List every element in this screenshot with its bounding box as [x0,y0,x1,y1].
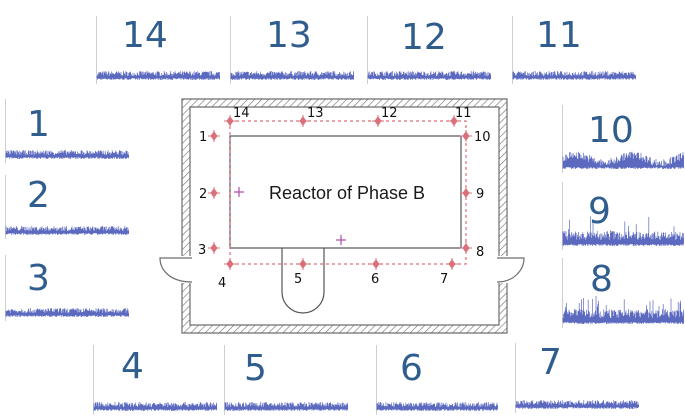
signal-panel-14: 14 [96,14,220,86]
panel-number-8: 8 [590,259,613,300]
panel-number-4: 4 [121,346,144,387]
waveform-11 [512,16,636,84]
point-label-6: 6 [371,272,379,287]
left-door [159,256,193,283]
panel-number-2: 2 [27,175,50,216]
center-marker-bottom [336,235,346,245]
signal-trace [376,402,498,411]
measurement-point-12 [372,115,384,127]
point-label-10: 10 [474,130,491,145]
panel-number-10: 10 [588,110,634,151]
waveform-8 [562,258,684,328]
signal-panel-13: 13 [230,14,354,86]
measurement-point-13 [297,115,309,127]
signal-panel-3: 3 [5,253,129,323]
panel-number-11: 11 [536,15,582,56]
waveform-4 [93,345,217,415]
point-label-1: 1 [199,130,207,145]
measurement-point-1 [208,130,220,142]
panel-number-12: 12 [401,17,447,58]
signal-trace [96,71,220,80]
waveform-10 [562,105,684,173]
panel-number-6: 6 [400,348,423,389]
measurement-point-2 [208,187,220,199]
signal-panel-9: 9 [562,180,684,252]
measurement-point-3 [208,242,220,254]
waveform-6 [376,345,498,415]
signal-trace [562,216,684,246]
signal-trace [93,402,217,411]
signal-trace [512,71,636,80]
panel-number-9: 9 [588,191,611,232]
signal-trace [230,71,354,80]
signal-panel-12: 12 [367,14,491,86]
signal-panel-8: 8 [562,256,684,330]
waveform-12 [367,16,491,84]
signal-panel-7: 7 [515,341,639,415]
point-label-8: 8 [476,245,484,260]
point-label-14: 14 [233,106,250,121]
measurement-point-10 [460,130,472,142]
point-label-13: 13 [307,106,324,121]
center-marker-left [234,187,244,197]
measurement-point-14 [224,115,236,127]
signal-trace [5,150,129,159]
point-label-3: 3 [198,243,206,258]
signal-panel-2: 2 [5,173,129,241]
measurement-point-11 [448,115,460,127]
signal-panel-10: 10 [562,103,684,175]
signal-trace [5,226,129,235]
waveform-13 [230,16,354,84]
point-label-5: 5 [294,272,302,287]
waveform-9 [562,182,684,250]
right-door [496,256,525,283]
panel-number-5: 5 [244,348,267,389]
signal-panel-6: 6 [376,343,498,417]
signal-panel-4: 4 [93,343,217,417]
waveform-2 [5,175,129,239]
waveform-14 [96,16,220,84]
signal-trace [367,71,491,80]
signal-trace [562,296,684,324]
measurement-point-6 [370,258,382,270]
signal-trace [515,400,639,409]
panel-number-1: 1 [27,104,50,145]
reactor-box [229,135,462,249]
signal-trace [5,308,129,317]
measurement-point-4 [224,258,236,270]
reactor-extension [281,248,325,314]
reactor-label: Reactor of Phase B [269,183,425,203]
point-label-9: 9 [476,187,484,202]
panel-number-14: 14 [122,15,168,56]
waveform-7 [515,343,639,413]
waveform-3 [5,255,129,321]
waveform-1 [5,99,129,163]
measurement-point-7 [446,258,458,270]
signal-trace [562,151,684,169]
point-label-7: 7 [440,272,448,287]
measurement-point-9 [460,187,472,199]
signal-panel-11: 11 [512,14,636,86]
point-label-4: 4 [218,276,226,291]
point-label-12: 12 [381,106,398,121]
point-label-11: 11 [455,106,472,121]
room-wall [181,98,508,334]
panel-number-13: 13 [266,15,312,56]
signal-panel-5: 5 [224,343,348,417]
panel-number-7: 7 [539,342,562,383]
measurement-point-5 [297,258,309,270]
point-label-2: 2 [199,187,207,202]
measurement-point-8 [460,242,472,254]
signal-trace [224,402,348,411]
panel-number-3: 3 [27,258,50,299]
waveform-5 [224,345,348,415]
signal-panel-1: 1 [5,97,129,165]
